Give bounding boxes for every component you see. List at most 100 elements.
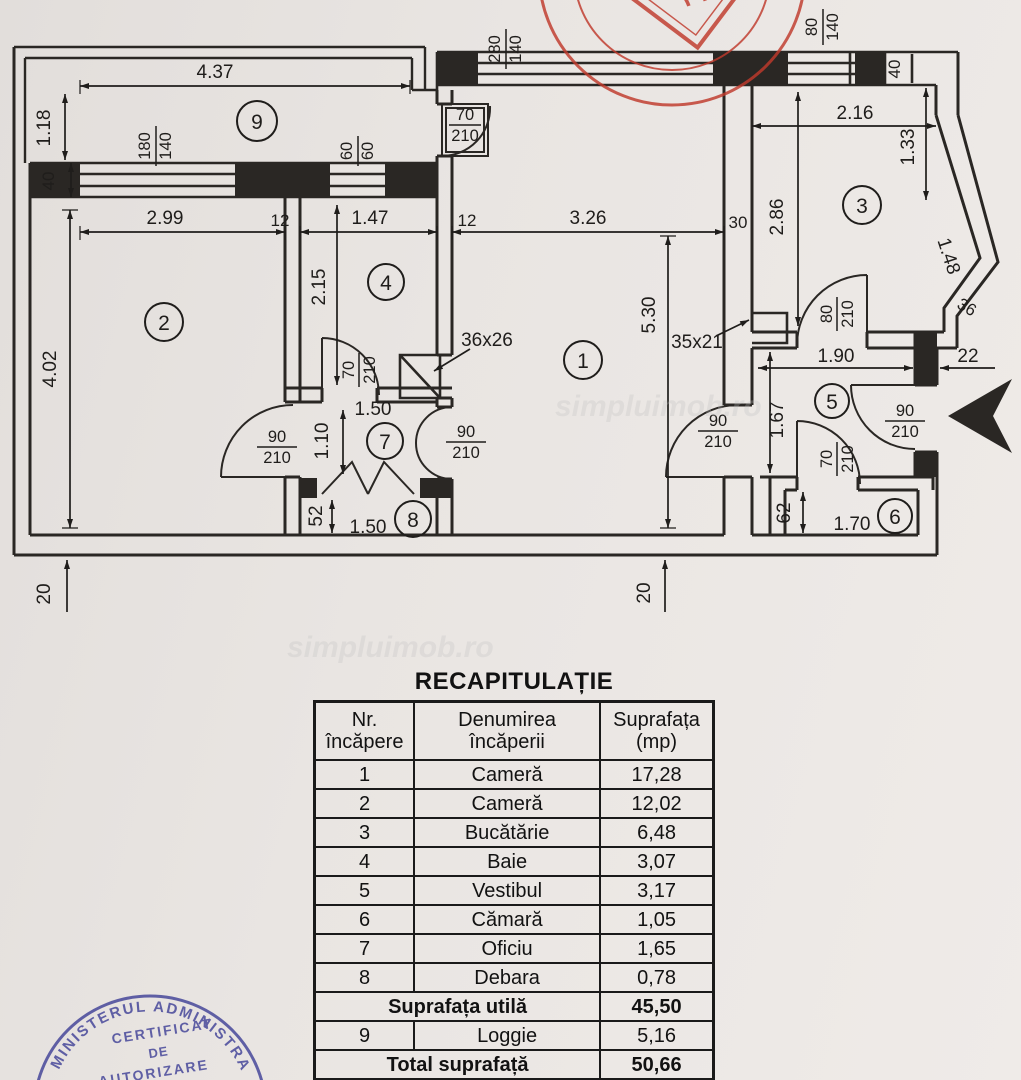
shaft-label-kitchen: 35x21 — [671, 332, 723, 353]
emblem-frame-inner — [626, 0, 768, 37]
dim-vestibul-width: 1.90 — [818, 346, 855, 367]
dim-kitchen-width: 2.16 — [837, 103, 874, 124]
door-den: 210 — [451, 127, 479, 145]
stamp-outer-ring — [540, 0, 804, 107]
cell-name: Debara — [413, 962, 602, 993]
dim-plinth-left: 20 — [34, 583, 55, 604]
pier — [915, 332, 937, 385]
cell-nr: 2 — [313, 788, 416, 819]
door-label-kitchen: 80 210 — [818, 297, 857, 331]
dim-kitchen-height: 2.86 — [767, 199, 788, 236]
stamp-line1: CERTIFICAT — [110, 1015, 213, 1047]
wall-band-loggia — [30, 161, 437, 199]
stamp-inner-ring — [577, 0, 767, 71]
total-value: 50,66 — [599, 1049, 715, 1080]
shaft-bath — [398, 353, 442, 400]
cell-nr: 7 — [313, 933, 416, 964]
wall-outer-left-bottom — [12, 47, 937, 557]
dim-wall-a: 12 — [271, 211, 290, 230]
room-number: 7 — [379, 431, 391, 454]
door-label-entrance: 90 210 — [885, 402, 925, 441]
subtotal-label: Suprafața utilă — [313, 991, 602, 1022]
door-den: 210 — [704, 433, 732, 451]
cell-area: 0,78 — [599, 962, 715, 993]
dim-wall-c: 30 — [729, 213, 748, 232]
door-num: 90 — [896, 402, 914, 420]
wall-loggia-parapet — [14, 45, 437, 163]
cell-name: Loggie — [413, 1020, 602, 1051]
hdr-line: încăperii — [469, 731, 545, 753]
opening-labels: 180 140 60 60 280 140 80 140 70 210 70 2… — [136, 9, 925, 476]
stamp-inner-text: CERTIFICAT DE AUTORIZARE — [97, 1015, 214, 1080]
door-den: 210 — [452, 444, 480, 462]
pier — [855, 52, 885, 85]
win-num: 180 — [136, 132, 154, 160]
window-label-280x140: 280 140 — [486, 29, 525, 69]
dim-room2-width: 2.99 — [147, 208, 184, 229]
folding-door — [321, 460, 415, 495]
room-circle-4: 4 — [367, 263, 405, 301]
dim-camara-depth: 62 — [774, 502, 795, 523]
door-num: 70 — [456, 106, 474, 124]
cell-area: 3,07 — [599, 846, 715, 877]
cell-area: 5,16 — [599, 1020, 715, 1051]
room-number: 6 — [889, 506, 901, 529]
cell-nr: 4 — [313, 846, 416, 877]
pier — [300, 478, 317, 498]
door-den: 210 — [839, 445, 857, 473]
door-num: 90 — [709, 412, 727, 430]
door-num: 70 — [340, 361, 358, 379]
wall-divider-left — [283, 197, 302, 535]
dim-debara-depth: 52 — [306, 505, 327, 526]
subtotal-value: 45,50 — [599, 991, 715, 1022]
door-den: 210 — [263, 449, 291, 467]
room-number: 2 — [158, 312, 170, 335]
door-arc-room2 — [220, 404, 294, 478]
wall-kitchen-band — [752, 330, 957, 350]
door-arc-loggia — [441, 103, 492, 158]
door-arc-entrance — [850, 384, 916, 450]
dim-oficiu-width: 1.50 — [355, 399, 392, 420]
dim-vestibul-height: 1.67 — [767, 402, 788, 439]
cell-name: Cameră — [413, 788, 602, 819]
cell-area: 12,02 — [599, 788, 715, 819]
shaft-arrow-bath — [433, 348, 471, 372]
room-number: 9 — [251, 111, 263, 134]
shaft-kitchen — [752, 311, 789, 345]
win-den: 140 — [507, 35, 525, 63]
walls — [12, 45, 1000, 557]
room-circle-8: 8 — [394, 500, 432, 538]
hdr-line: (mp) — [635, 731, 678, 753]
hdr-line: Denumirea — [458, 709, 556, 731]
cell-name: Cămară — [413, 904, 602, 935]
dim-plinth-center: 20 — [634, 582, 655, 603]
cell-nr: 5 — [313, 875, 416, 906]
dim-room1-height: 5.30 — [639, 297, 660, 334]
room-circle-2: 2 — [144, 302, 184, 342]
room-number: 8 — [407, 509, 419, 532]
room-circle-3: 3 — [842, 185, 882, 225]
win-den: 60 — [359, 142, 377, 160]
cell-area: 17,28 — [599, 759, 715, 790]
cell-name: Cameră — [413, 759, 602, 790]
door-num: 70 — [818, 450, 836, 468]
table-title: RECAPITULAȚIE — [414, 668, 614, 695]
door-label-camara: 70 210 — [818, 442, 857, 476]
wall-oficiu-north — [285, 386, 452, 404]
win-num: 60 — [338, 142, 356, 160]
pier — [420, 478, 452, 498]
dim-kitchen-angle: 1.48 — [933, 235, 964, 277]
hdr-line: Suprafața — [613, 709, 700, 731]
dim-room1-width: 3.26 — [570, 208, 607, 229]
door-arcs — [220, 103, 916, 485]
shaft-label-bath: 36x26 — [461, 330, 513, 351]
dim-bath-width: 1.47 — [352, 208, 389, 229]
pier — [915, 452, 937, 477]
